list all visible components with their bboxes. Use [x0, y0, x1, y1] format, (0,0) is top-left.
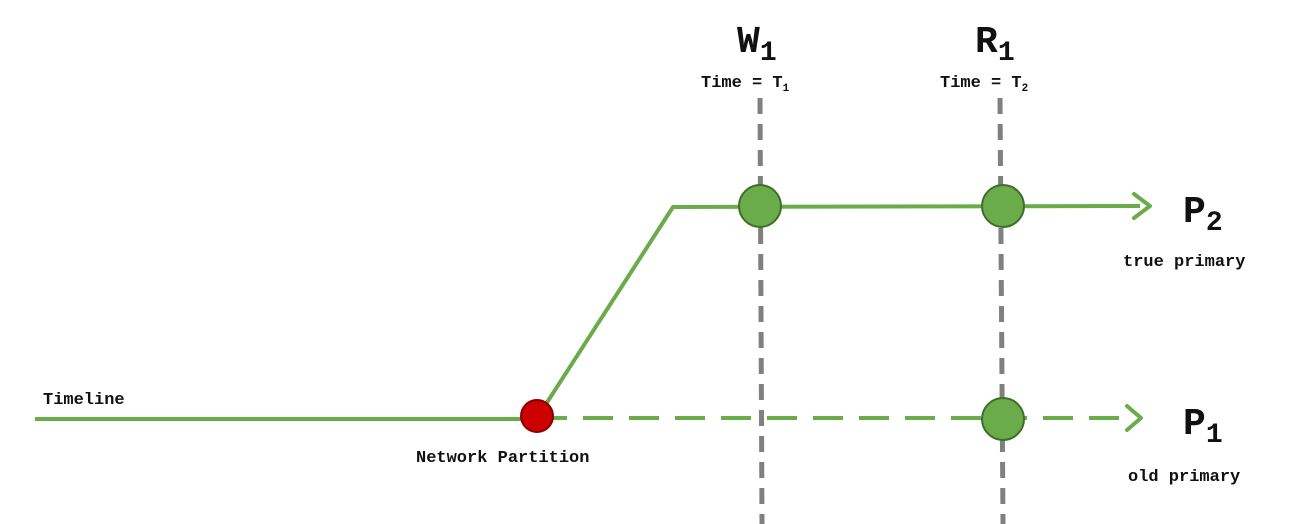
r1-time-marker: [997, 97, 1006, 524]
p1-caption: old primary: [1128, 468, 1240, 487]
w1-label: W1: [737, 21, 777, 69]
partition-label: Network Partition: [416, 449, 589, 468]
r1-time-label: Time = T2: [940, 74, 1028, 95]
p1-label: P1: [1183, 403, 1223, 451]
partition-node: [520, 399, 554, 433]
p1-arrowhead: [1125, 404, 1143, 432]
w1-time-marker: [757, 97, 765, 524]
r1-stale-node: [981, 397, 1025, 441]
p2-label: P2: [1183, 191, 1223, 239]
p2-arrowhead: [1132, 192, 1152, 220]
r1-node: [981, 184, 1025, 228]
w1-node: [738, 184, 782, 228]
p2-branch-line: [535, 204, 1141, 420]
p2-caption: true primary: [1123, 253, 1245, 272]
r1-label: R1: [975, 21, 1015, 69]
timeline-label: Timeline: [43, 391, 125, 410]
w1-time-label: Time = T1: [701, 74, 790, 95]
